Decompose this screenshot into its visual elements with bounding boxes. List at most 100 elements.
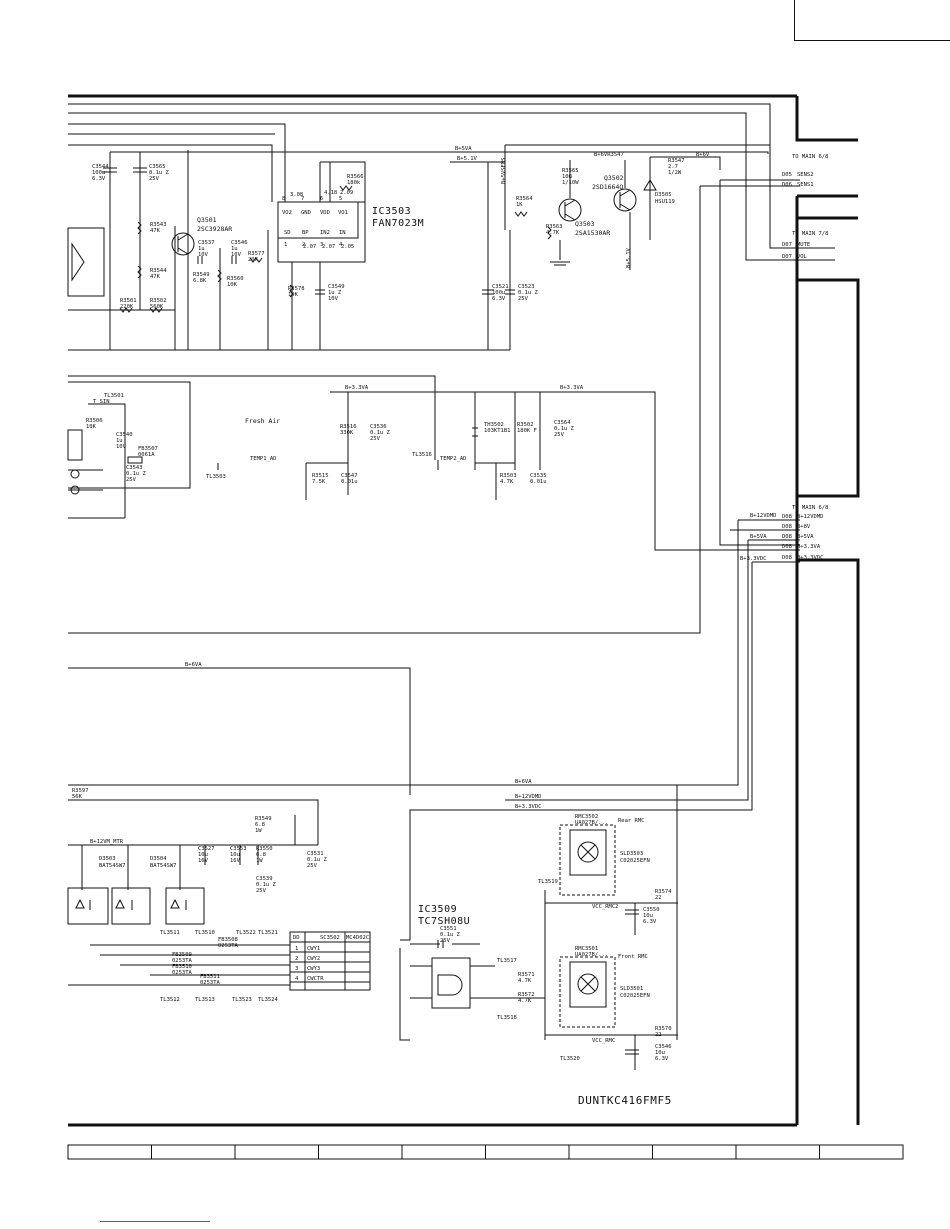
svg-text:SLD3501: SLD3501 (620, 986, 643, 992)
svg-text:4: 4 (339, 242, 343, 248)
svg-text:3: 3 (320, 242, 323, 248)
svg-text:B+12VM_MTR: B+12VM_MTR (90, 839, 124, 845)
svg-text:D06: D06 (782, 182, 792, 188)
svg-text:TL3512: TL3512 (160, 997, 180, 1003)
svg-text:B+12VDMD: B+12VDMD (750, 513, 777, 519)
svg-text:BAT54SW7: BAT54SW7 (99, 863, 126, 869)
svg-text:B+5.1V: B+5.1V (457, 156, 478, 162)
svg-text:0253TA: 0253TA (172, 970, 193, 976)
ic3503-body (277, 201, 359, 239)
svg-text:0253TA: 0253TA (172, 958, 193, 964)
footer-link-underline (100, 1221, 210, 1222)
svg-text:TL3510: TL3510 (195, 930, 215, 936)
ic3503-part: FAN7023M (372, 218, 424, 229)
svg-text:UA027B/...: UA027B/... (575, 952, 608, 958)
svg-text:SENS1: SENS1 (797, 182, 814, 188)
motor-and-remote-section (67, 667, 678, 1070)
svg-text:D08: D08 (782, 514, 792, 520)
temperature-sensor-section (67, 375, 800, 551)
svg-text:VCC_RMC2: VCC_RMC2 (592, 904, 619, 910)
svg-text:VOL: VOL (797, 254, 808, 260)
svg-text:4.18: 4.18 (324, 190, 337, 196)
svg-text:FB3510: FB3510 (172, 964, 192, 970)
svg-text:B+8V: B+8V (797, 524, 811, 530)
svg-text:RMC3502: RMC3502 (575, 814, 598, 820)
title-block (67, 1144, 904, 1160)
svg-text:B+6VA: B+6VA (515, 779, 532, 785)
svg-text:FB3508: FB3508 (218, 937, 238, 943)
svg-text:Rear RMC: Rear RMC (618, 818, 645, 824)
svg-text:8: 8 (282, 196, 285, 202)
svg-text:TL3521: TL3521 (258, 930, 278, 936)
svg-text:TL3520: TL3520 (560, 1056, 580, 1062)
svg-text:TO MAIN 6/8: TO MAIN 6/8 (792, 154, 828, 160)
svg-text:TL3519: TL3519 (538, 879, 558, 885)
svg-text:MC4D02C: MC4D02C (346, 935, 369, 941)
svg-text:4: 4 (295, 976, 299, 982)
svg-text:5: 5 (339, 196, 342, 202)
svg-text:TL3513: TL3513 (195, 997, 215, 1003)
svg-text:TEMP1_AD: TEMP1_AD (250, 456, 277, 462)
svg-text:VO1: VO1 (338, 210, 348, 216)
svg-text:VDD: VDD (320, 210, 330, 216)
svg-text:TL3517: TL3517 (497, 958, 517, 964)
svg-text:0253TA: 0253TA (218, 943, 239, 949)
svg-text:SC3502: SC3502 (320, 935, 340, 941)
svg-text:D05: D05 (782, 172, 792, 178)
svg-text:FB3511: FB3511 (200, 974, 220, 980)
svg-text:B+6VR3547: B+6VR3547 (594, 152, 624, 158)
svg-text:2SC3928AR: 2SC3928AR (197, 225, 232, 233)
svg-text:CWCTR: CWCTR (307, 976, 324, 982)
svg-text:T_SIN: T_SIN (93, 399, 110, 405)
svg-text:D08: D08 (782, 555, 792, 561)
svg-text:D08: D08 (782, 524, 792, 530)
svg-text:Q3503: Q3503 (575, 220, 595, 228)
svg-text:2SD1664Q: 2SD1664Q (592, 183, 623, 191)
svg-text:2.07: 2.07 (303, 244, 316, 250)
svg-text:UA027B/...: UA027B/... (575, 820, 608, 826)
svg-text:Fresh Air: Fresh Air (245, 417, 280, 425)
svg-text:B+3.3VA: B+3.3VA (797, 544, 821, 550)
sc3502-table (289, 931, 371, 991)
svg-text:TO MAIN 7/8: TO MAIN 7/8 (792, 231, 828, 237)
ic3509-body (431, 957, 471, 1009)
svg-text:CWY1: CWY1 (307, 946, 320, 952)
svg-text:C02025EFN: C02025EFN (620, 858, 650, 864)
sheet-frame (68, 94, 860, 1127)
svg-text:B+3.3VDC: B+3.3VDC (515, 804, 542, 810)
svg-text:SENS2: SENS2 (797, 172, 814, 178)
svg-text:B+6V: B+6V (696, 152, 710, 158)
svg-text:2: 2 (302, 242, 305, 248)
svg-text:1: 1 (284, 242, 287, 248)
svg-text:D3505: D3505 (655, 192, 672, 198)
audio-amplifier-section (67, 103, 835, 634)
